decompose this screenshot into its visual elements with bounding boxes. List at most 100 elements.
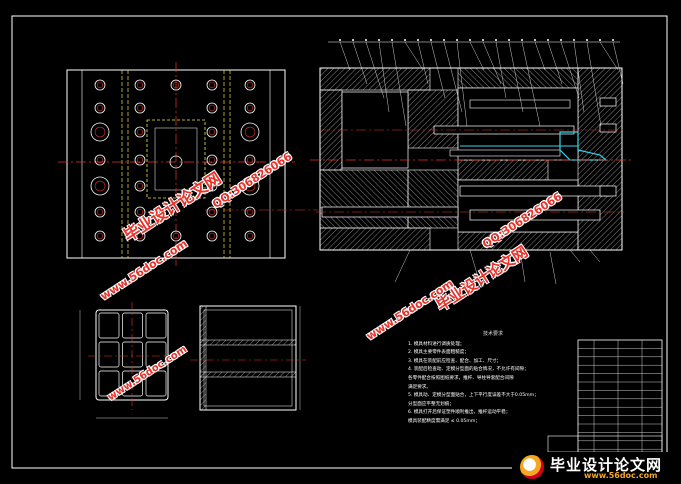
bolt-hole <box>134 230 146 242</box>
bolt-hole <box>206 206 218 218</box>
bolt-hole-inner <box>136 156 144 164</box>
bolt-hole-inner <box>246 81 254 89</box>
leader-line <box>560 41 580 99</box>
bolt-hole-inner <box>96 81 104 89</box>
bolt-hole-inner <box>94 126 106 138</box>
brand-url: www.56doc.com <box>584 471 658 480</box>
technical-notes: 技术要求 1. 模具材料进行调质处理； 2. 模具主要零件表面粗糙度； 3. 模… <box>408 330 578 427</box>
part-cell <box>122 312 143 339</box>
leader-line <box>599 41 619 71</box>
leader-dot <box>612 39 614 41</box>
leader-dot <box>404 39 406 41</box>
leader-line <box>547 41 563 85</box>
brand-name: 毕业设计论文网 <box>550 456 663 474</box>
bolt-hole <box>244 154 256 166</box>
title-block <box>547 435 663 453</box>
part-cell <box>98 312 120 339</box>
bolt-hole <box>244 206 256 218</box>
note-line: 6. 模具打开后保证塑件顺利推出，推杆运动平稳； <box>408 410 511 416</box>
part-cell <box>145 370 167 397</box>
part-cell <box>122 341 143 368</box>
leader-dot <box>339 39 341 41</box>
bolt-hole <box>244 230 256 242</box>
bolt-hole <box>94 79 106 91</box>
note-line: 3. 模具在装配前应检查、配合、加工、尺寸； <box>408 358 502 364</box>
bolt-hole-inner <box>172 232 180 240</box>
brand-logo-icon <box>520 455 544 479</box>
leader-dot <box>534 39 536 41</box>
leader-line <box>569 249 581 263</box>
bolt-hole <box>206 126 218 138</box>
leader-line <box>519 249 526 283</box>
part-cell <box>98 341 120 368</box>
bolt-hole-inner <box>136 81 144 89</box>
bolt-hole-inner <box>244 180 256 192</box>
bolt-hole-inner <box>96 104 104 112</box>
leader-line <box>339 41 351 71</box>
leader-dot <box>495 39 497 41</box>
part-cell <box>98 370 120 397</box>
bolt-hole <box>94 206 106 218</box>
leader-dot <box>547 39 549 41</box>
notes-title: 技术要求 <box>482 331 503 337</box>
bolt-hole <box>206 102 218 114</box>
bolt-hole <box>90 176 110 196</box>
leader-dot <box>508 39 510 41</box>
note-line: 模具装配精度需满足 ≤ 0.05mm； <box>408 418 480 424</box>
leader-line <box>378 41 390 113</box>
bolt-hole-inner <box>208 232 216 240</box>
leader-line <box>482 41 502 85</box>
sprue-hole <box>169 155 183 169</box>
leader-line <box>589 249 601 263</box>
leader-dot <box>586 39 588 41</box>
bolt-hole <box>90 122 110 142</box>
leader-line <box>404 41 424 71</box>
bolt-hole <box>206 180 218 192</box>
bolt-hole <box>134 126 146 138</box>
part-front-view <box>79 302 176 419</box>
leader-dot <box>560 39 562 41</box>
bolt-hole-inner <box>208 104 216 112</box>
bolt-hole <box>134 206 146 218</box>
leader-line <box>521 41 541 127</box>
bolt-hole <box>134 154 146 166</box>
note-line: 5. 模具动、定模分型面贴合，上下平行度误差不大于0.05mm； <box>408 393 539 399</box>
leader-dot <box>352 39 354 41</box>
leader-dot <box>365 39 367 41</box>
part-cell <box>122 370 143 397</box>
bolt-hole-inner <box>208 156 216 164</box>
bolt-hole-inner <box>246 156 254 164</box>
bolt-hole-inner <box>246 232 254 240</box>
bolt-hole-inner <box>136 208 144 216</box>
bolt-hole-inner <box>136 104 144 112</box>
leader-dot <box>391 39 393 41</box>
leader-dot <box>378 39 380 41</box>
leader-line <box>612 41 624 85</box>
bolt-hole-inner <box>96 232 104 240</box>
leader-dot <box>456 39 458 41</box>
leader-line <box>469 41 485 71</box>
note-line: 1. 模具材料进行调质处理； <box>408 341 465 347</box>
bolt-hole <box>240 122 260 142</box>
bolt-hole <box>170 230 182 242</box>
bolt-hole-inner <box>208 128 216 136</box>
note-line: 4. 装配后检查动、定模分型面的贴合情况，不允许有间隙； <box>408 367 529 373</box>
leader-line <box>443 41 463 113</box>
leader-line <box>417 41 429 85</box>
leader-line <box>391 41 407 127</box>
bolt-hole-inner <box>96 156 104 164</box>
part-section-view <box>190 305 306 411</box>
bolt-hole <box>134 79 146 91</box>
leader-dot <box>599 39 601 41</box>
bolt-hole <box>94 102 106 114</box>
bolt-hole <box>206 79 218 91</box>
leader-line <box>573 41 585 113</box>
leader-dot <box>430 39 432 41</box>
leader-line <box>495 41 507 99</box>
bolt-hole <box>134 102 146 114</box>
leader-dot <box>521 39 523 41</box>
leader-line <box>365 41 385 99</box>
bolt-hole-inner <box>246 104 254 112</box>
leader-line <box>508 41 524 113</box>
leader-dot <box>417 39 419 41</box>
